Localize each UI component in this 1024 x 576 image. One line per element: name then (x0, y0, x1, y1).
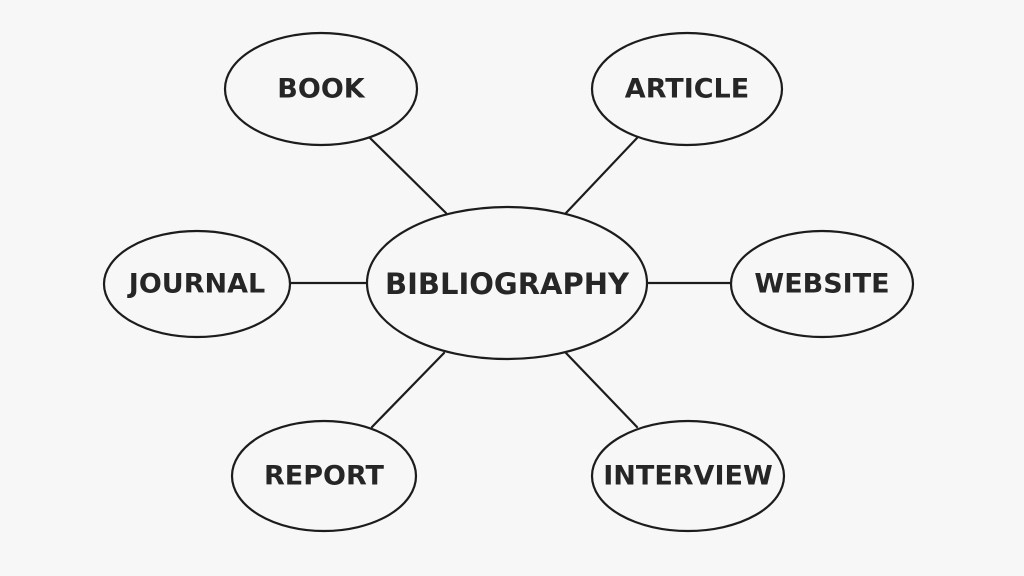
node-book[interactable]: BOOK (223, 31, 419, 147)
connector-article (564, 136, 639, 215)
node-bibliography-ellipse (365, 205, 649, 361)
node-interview-ellipse (590, 419, 786, 533)
node-article[interactable]: ARTICLE (590, 31, 784, 147)
node-report[interactable]: REPORT (230, 419, 418, 533)
connector-report (370, 351, 446, 429)
connector-interview (564, 351, 639, 429)
node-journal[interactable]: JOURNAL (102, 229, 292, 339)
connector-book (368, 136, 448, 215)
node-website-ellipse (729, 229, 915, 339)
node-journal-label: JOURNAL (127, 269, 265, 300)
node-report-ellipse (230, 419, 418, 533)
connector-lines (287, 136, 735, 429)
node-website-label: WEBSITE (754, 269, 889, 300)
node-book-label: BOOK (277, 74, 365, 105)
node-article-ellipse (590, 31, 784, 147)
node-article-label: ARTICLE (625, 74, 749, 105)
node-interview[interactable]: INTERVIEW (590, 419, 786, 533)
node-website[interactable]: WEBSITE (729, 229, 915, 339)
node-interview-label: INTERVIEW (603, 461, 772, 492)
node-report-label: REPORT (264, 461, 385, 492)
node-bibliography-label: BIBLIOGRAPHY (385, 267, 630, 301)
node-book-ellipse (223, 31, 419, 147)
node-journal-ellipse (102, 229, 292, 339)
node-bibliography[interactable]: BIBLIOGRAPHY (365, 205, 649, 361)
